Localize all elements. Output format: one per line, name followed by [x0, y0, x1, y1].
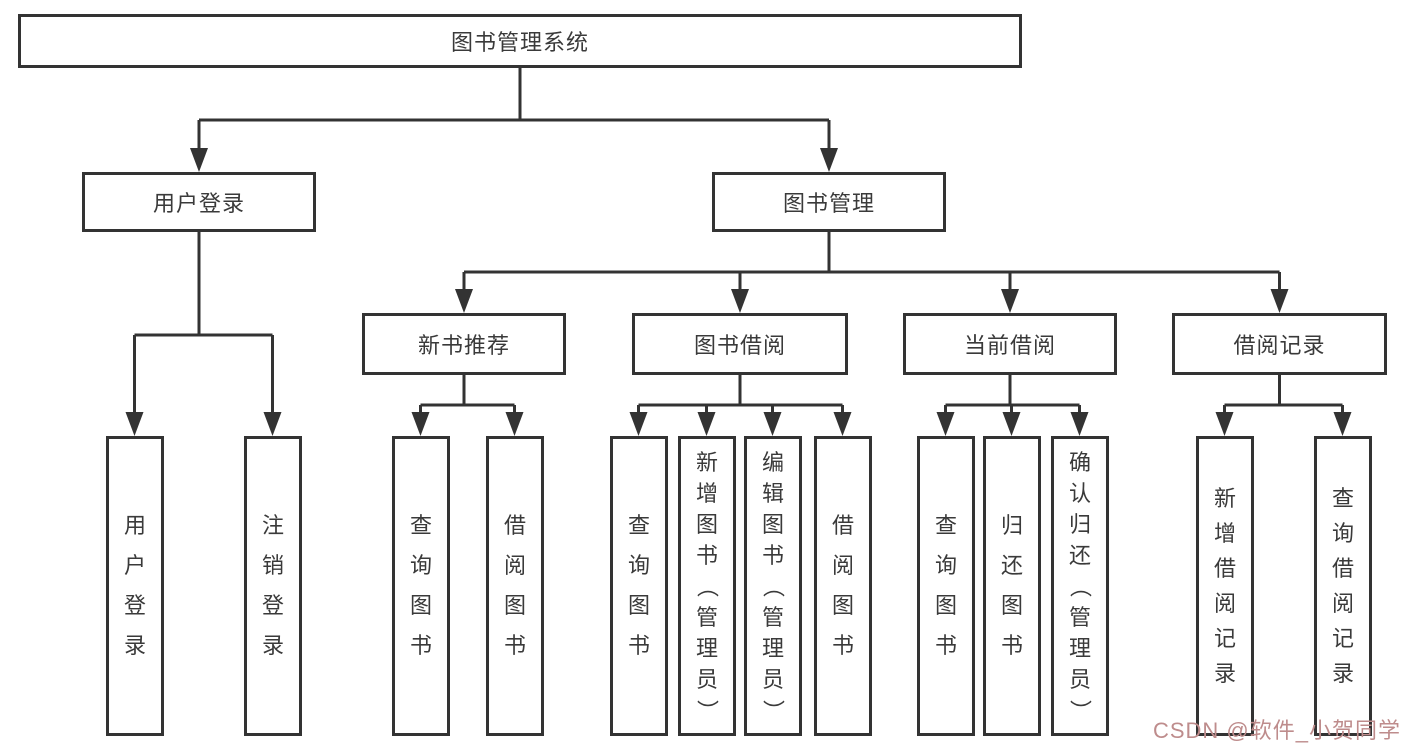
node-label: 当前借阅 — [963, 333, 1056, 358]
arrowhead — [1070, 412, 1089, 436]
node-label: 借阅记录 — [1233, 333, 1326, 358]
leaf-query-books: 查询图书 — [917, 436, 975, 736]
arrowhead — [697, 412, 716, 436]
leaf-return-books: 归还图书 — [983, 436, 1041, 736]
node-new-book-recommend: 新书推荐 — [362, 313, 566, 375]
arrowhead — [455, 289, 473, 313]
watermark-text: CSDN @软件_小贺同学 — [1152, 718, 1401, 743]
leaf-borrow-books: 借阅图书 — [814, 436, 872, 736]
arrowhead — [1333, 412, 1352, 436]
arrowhead — [1270, 289, 1289, 313]
node-label: 新书推荐 — [417, 333, 510, 358]
leaf-query-books: 查询图书 — [610, 436, 668, 736]
arrowhead — [763, 412, 782, 436]
leaf-borrow-books: 借阅图书 — [486, 436, 544, 736]
arrowhead — [190, 148, 208, 172]
node-label: 图书管理 — [782, 191, 875, 216]
node-book-management: 图书管理 — [712, 172, 946, 232]
arrowhead — [411, 412, 430, 436]
arrowhead — [125, 412, 144, 436]
node-library-management-system: 图书管理系统 — [18, 14, 1022, 68]
leaf-add-borrow-record: 新增借阅记录 — [1196, 436, 1254, 736]
arrowhead — [1001, 289, 1019, 313]
arrowhead — [820, 148, 838, 172]
node-label: 图书借阅 — [693, 333, 786, 358]
node-borrowing-records: 借阅记录 — [1172, 313, 1387, 375]
arrowhead — [731, 289, 749, 313]
leaf-query-borrow-record: 查询借阅记录 — [1314, 436, 1372, 736]
arrowhead — [936, 412, 955, 436]
leaf-confirm-return-admin: 确认归还（管理员） — [1051, 436, 1109, 736]
leaf-add-books-admin: 新增图书（管理员） — [678, 436, 736, 736]
node-label: 图书管理系统 — [450, 30, 589, 55]
node-current-borrowing: 当前借阅 — [903, 313, 1117, 375]
node-label: 用户登录 — [152, 191, 245, 216]
node-book-borrowing: 图书借阅 — [632, 313, 848, 375]
leaf-user-login: 用户登录 — [106, 436, 164, 736]
arrowhead — [629, 412, 648, 436]
arrowhead — [263, 412, 282, 436]
leaf-logout: 注销登录 — [244, 436, 302, 736]
leaf-edit-books-admin: 编辑图书（管理员） — [744, 436, 802, 736]
leaf-query-books: 查询图书 — [392, 436, 450, 736]
arrowhead — [1002, 412, 1021, 436]
node-user-login: 用户登录 — [82, 172, 316, 232]
arrowhead — [1215, 412, 1234, 436]
arrowhead — [505, 412, 524, 436]
arrowhead — [833, 412, 852, 436]
